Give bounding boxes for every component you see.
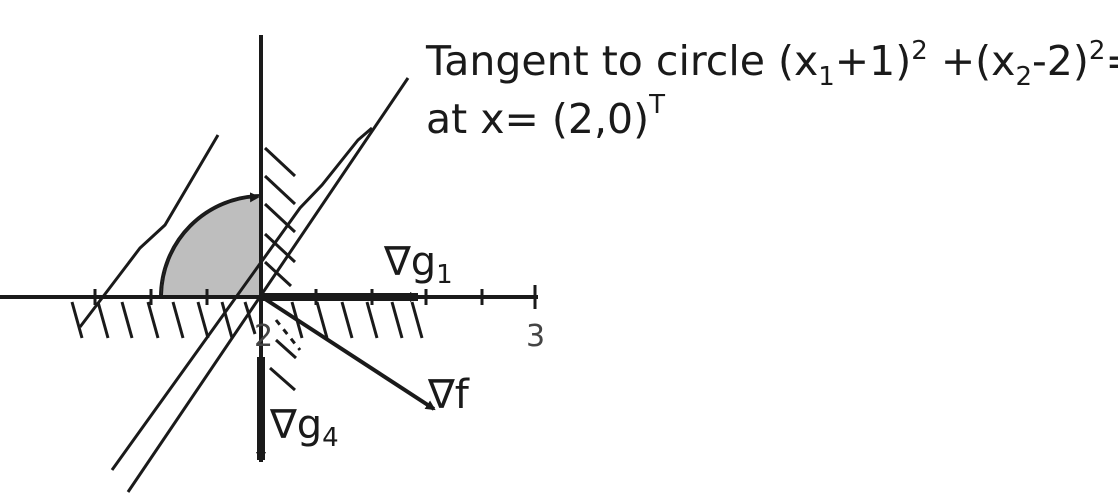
tick-label-3: 3 <box>526 319 545 354</box>
caption-line-2: at x= (2,0)T <box>426 90 665 143</box>
caption-line-1: Tangent to circle (x1+1)2 +(x2-2)2=13 <box>425 36 1118 92</box>
cone-arc <box>161 192 260 296</box>
grad-f-arrow <box>260 295 436 411</box>
tangent-line <box>78 77 410 493</box>
grad-g1-label: ∇g1 <box>383 239 453 290</box>
tick-label-2: 2 <box>254 319 273 354</box>
constraint-hatching-x-axis <box>70 301 424 339</box>
feasible-cone-sector <box>158 193 263 298</box>
grad-g4-label: ∇g4 <box>269 402 339 453</box>
constraint-hatching-y-axis-upper <box>263 146 297 288</box>
dashed-guide <box>274 319 302 351</box>
x-axis-ticks <box>93 285 537 309</box>
constraint-hatching-y-axis-lower <box>269 338 298 392</box>
grad-f-label: ∇f <box>427 372 470 418</box>
